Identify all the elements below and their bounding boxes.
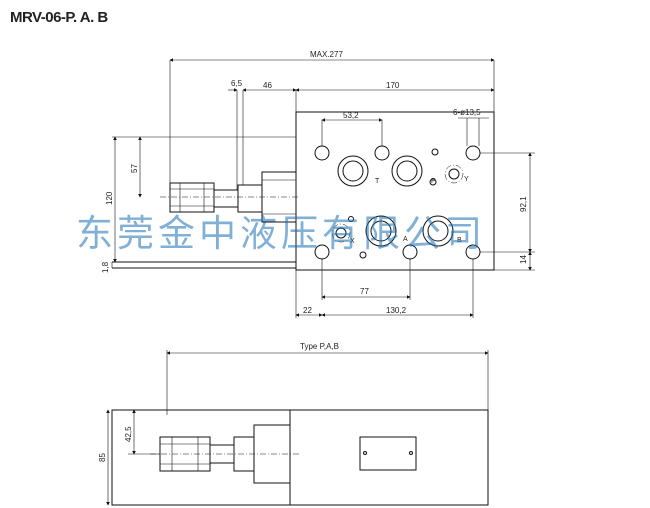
port-label-T: T [375,178,380,185]
side-body [111,409,489,506]
dim-53-2: 53,2 [343,111,359,120]
top-view: T P Y X A B MAX.277 6,5 46 170 53,2 6-ø1… [101,50,535,318]
dim-22: 22 [303,306,312,315]
nameplate [359,436,417,471]
port-Y [448,168,460,180]
dim-57: 57 [130,164,139,173]
side-view: Type P,A,B 42,5 85 [98,342,489,506]
dim-6-5: 6,5 [231,79,243,88]
dim-14: 14 [519,255,528,264]
port-label-B: B [457,237,462,244]
dim-46: 46 [263,81,272,90]
dim-85: 85 [98,453,107,462]
dim-1-8: 1,8 [101,261,110,273]
dim-holes-6x13-5: 6-ø13,5 [453,108,481,117]
port-label-P: P [431,178,436,185]
type-label: Type P,A,B [300,342,339,351]
port-T [337,155,369,187]
port-P [391,155,423,187]
port-B [422,215,454,247]
port-X [335,227,347,239]
port-label-A: A [403,236,408,243]
dim-120: 120 [105,191,114,205]
dim-77: 77 [360,287,369,296]
company-watermark: 东莞金中液压有限公司 [76,212,486,255]
drawing-title: MRV-06-P. A. B [10,9,108,26]
dim-92-1: 92,1 [519,196,528,212]
port-label-Y: Y [464,176,469,183]
dim-42-5: 42,5 [124,426,133,442]
port-label-X: X [350,238,355,245]
port-A [365,215,397,247]
dim-170: 170 [386,81,400,90]
side-adjusting-knob [150,424,300,484]
dim-max-277: MAX.277 [310,50,343,59]
adjusting-knob [160,171,300,223]
dim-130-2: 130,2 [386,306,407,315]
